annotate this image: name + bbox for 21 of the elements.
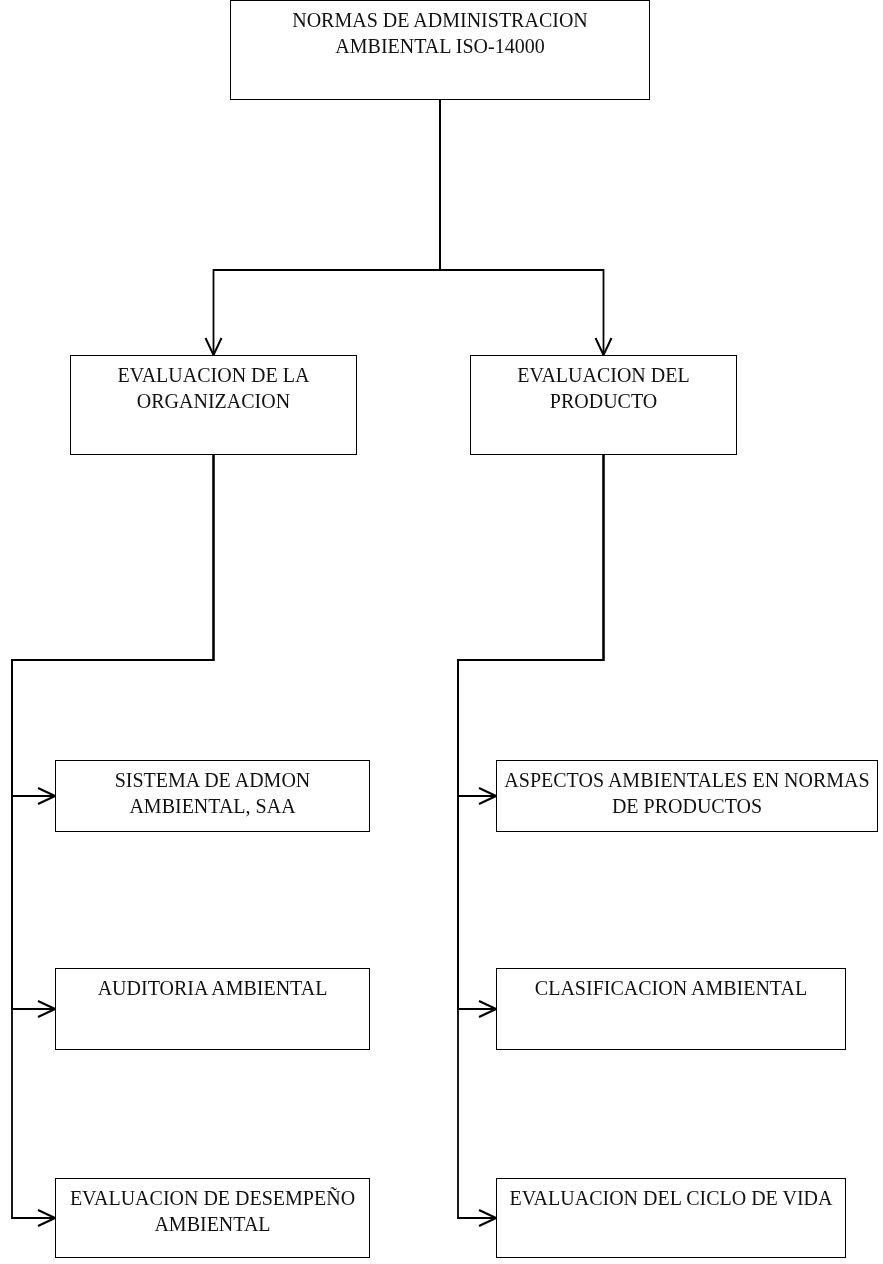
process-box [55, 1178, 370, 1258]
box-label: AUDITORIA AMBIENTAL [97, 976, 328, 1001]
connector-arrow [11, 454, 215, 1227]
process-box [230, 0, 650, 100]
process-box [496, 760, 878, 832]
process-box [470, 355, 737, 455]
box-label: EVALUACION DEL PRODUCTO [516, 363, 691, 414]
process-box [55, 760, 370, 832]
connector-arrow [439, 99, 613, 356]
process-box [70, 355, 357, 455]
process-box [496, 1178, 846, 1258]
process-box [496, 968, 846, 1050]
box-label: SISTEMA DE ADMON AMBIENTAL, SAA [113, 768, 312, 819]
box-label: NORMAS DE ADMINISTRACION AMBIENTAL ISO-14000 [291, 8, 589, 59]
box-label: EVALUACION DE LA ORGANIZACION [116, 363, 311, 414]
box-label: EVALUACION DE DESEMPEÑO AMBIENTAL [68, 1186, 357, 1237]
connector-arrow [457, 454, 605, 1227]
process-box [55, 968, 370, 1050]
box-label: CLASIFICACION AMBIENTAL [534, 976, 808, 1001]
box-label: ASPECTOS AMBIENTALES EN NORMAS DE PRODUCTOS [503, 768, 871, 819]
box-label: EVALUACION DEL CICLO DE VIDA [509, 1186, 833, 1211]
